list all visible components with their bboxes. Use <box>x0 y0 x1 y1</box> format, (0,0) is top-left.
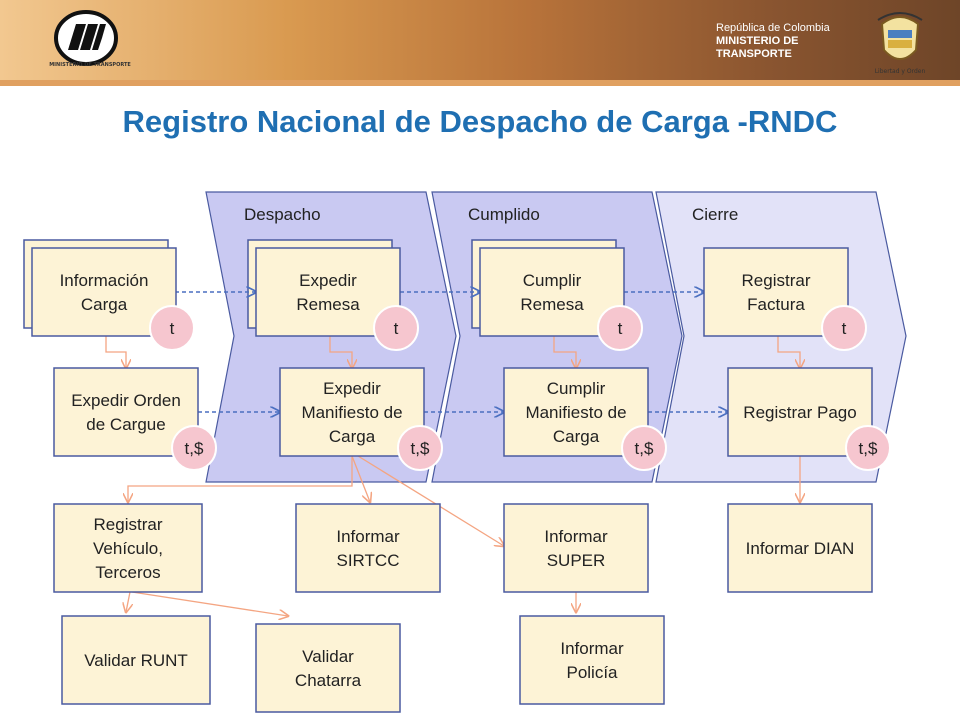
page-title: Registro Nacional de Despacho de Carga -… <box>122 104 838 139</box>
node-label-line: Expedir <box>323 379 381 398</box>
node-label-line: Informar <box>560 639 624 658</box>
node-label-line: Información <box>60 271 149 290</box>
node-label-line: Informar DIAN <box>746 539 855 558</box>
node-label-line: Expedir Orden <box>71 391 181 410</box>
connector-3 <box>553 336 576 368</box>
node-box <box>61 615 211 705</box>
badge-label: t <box>170 319 175 338</box>
coat-caption: Libertad y Orden <box>874 68 926 75</box>
republic-line1: República de Colombia <box>716 22 830 34</box>
node-label-line: Validar RUNT <box>84 651 188 670</box>
badge-label: t,$ <box>635 439 654 458</box>
node-label-line: Factura <box>747 295 805 314</box>
node-informar-dian: Informar DIAN <box>727 503 873 593</box>
node-label-line: Informar <box>544 527 608 546</box>
badge-circle <box>373 305 419 351</box>
connector-4 <box>777 336 800 368</box>
node-label-line: Cumplir <box>523 271 582 290</box>
badge-label: t <box>394 319 399 338</box>
republic-label: República de Colombia MINISTERIO DE TRAN… <box>716 22 866 61</box>
node-box <box>727 503 873 593</box>
republic-line2: MINISTERIO DE TRANSPORTE <box>716 35 799 60</box>
node-label-line: Registrar Pago <box>743 403 856 422</box>
connector-1 <box>105 336 126 368</box>
badge-label: t,$ <box>185 439 204 458</box>
badge-label: t <box>842 319 847 338</box>
node-label-line: Chatarra <box>295 671 362 690</box>
node-label-line: Policía <box>566 663 618 682</box>
connector-2 <box>329 336 352 368</box>
node-label-line: Cumplir <box>547 379 606 398</box>
node-box <box>255 623 401 713</box>
coat-of-arms-icon <box>877 12 923 60</box>
node-label-line: Validar <box>302 647 354 666</box>
node-box <box>53 503 203 593</box>
node-box <box>519 615 665 705</box>
badge-circle <box>597 305 643 351</box>
badge-label: t,$ <box>859 439 878 458</box>
node-label-line: Manifiesto de <box>525 403 626 422</box>
node-label-line: Carga <box>329 427 376 446</box>
node-label-line: SIRTCC <box>337 551 400 570</box>
node-box <box>255 247 401 337</box>
badge-circle <box>621 425 667 471</box>
connector-10 <box>126 591 130 612</box>
node-label-line: Remesa <box>296 295 360 314</box>
badge-circle <box>845 425 891 471</box>
node-label-line: Manifiesto de <box>301 403 402 422</box>
connector-7 <box>357 455 504 546</box>
connector-6 <box>351 455 370 502</box>
badge-label: t,$ <box>411 439 430 458</box>
badge-circle <box>149 305 195 351</box>
node-label-line: Terceros <box>95 563 160 582</box>
badge-label: t <box>618 319 623 338</box>
phase-label-cumplido: Cumplido <box>468 205 540 224</box>
node-label-line: Informar <box>336 527 400 546</box>
phase-label-cierre: Cierre <box>692 205 738 224</box>
node-box <box>295 503 441 593</box>
node-label-line: Expedir <box>299 271 357 290</box>
header-banner <box>0 0 960 84</box>
badge-circle <box>397 425 443 471</box>
ministry-caption: MINISTERIO DE TRANSPORTE <box>49 62 131 68</box>
node-label-line: Carga <box>553 427 600 446</box>
node-label-line: de Cargue <box>86 415 165 434</box>
node-label-line: Remesa <box>520 295 584 314</box>
nodes-layer: InformaciónCargatExpedirRemesatCumplirRe… <box>31 247 891 713</box>
node-box <box>503 503 649 593</box>
node-label-line: SUPER <box>547 551 606 570</box>
node-label-line: Carga <box>81 295 128 314</box>
node-label-line: Registrar <box>742 271 811 290</box>
phase-label-despacho: Despacho <box>244 205 321 224</box>
connector-11 <box>131 591 288 616</box>
header-stripe <box>0 80 960 86</box>
node-expedir-orden: Expedir Orden de Cargue t,$ <box>53 367 217 471</box>
badge-circle <box>821 305 867 351</box>
node-label-line: Vehículo, <box>93 539 163 558</box>
badge-circle <box>171 425 217 471</box>
ministry-logo <box>54 10 118 66</box>
node-label-line: Registrar <box>94 515 163 534</box>
node-validar-runt: Validar RUNT <box>61 615 211 705</box>
connector-8 <box>128 456 353 502</box>
